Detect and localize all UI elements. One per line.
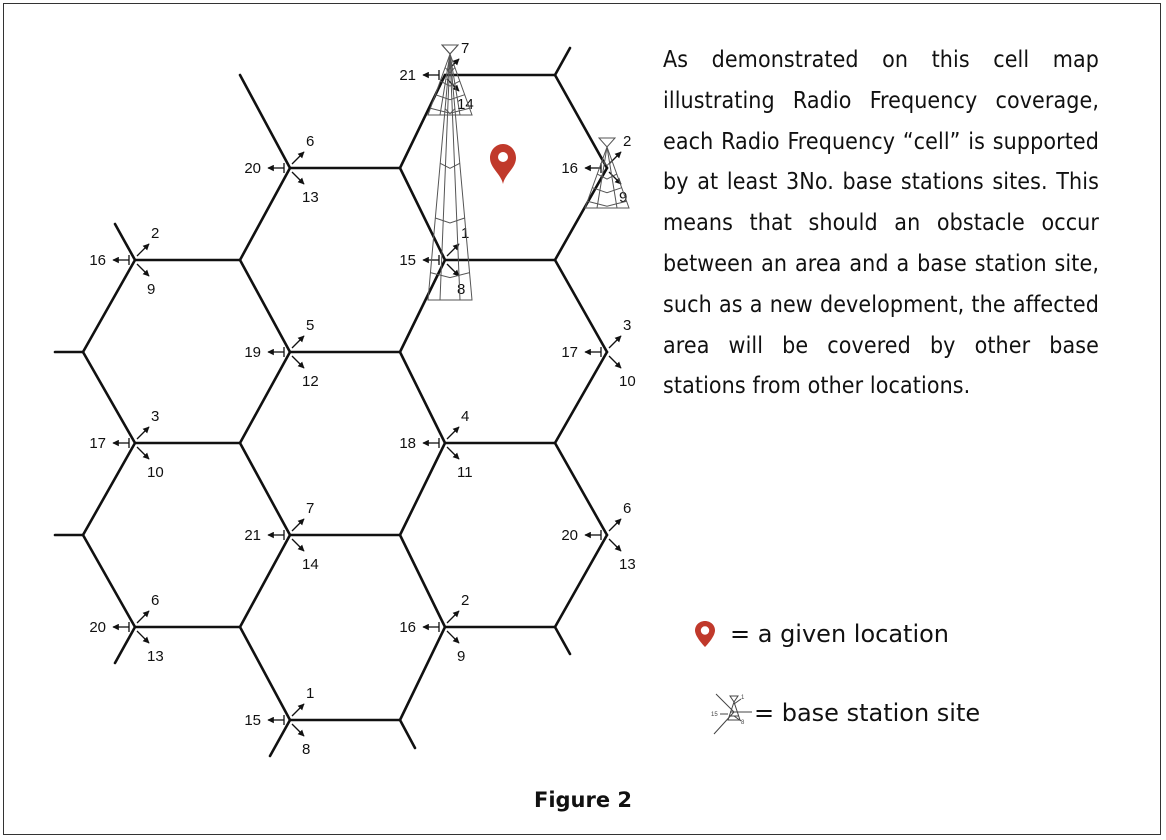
- sector-label-left: 20: [561, 527, 578, 544]
- sector-label-left: 16: [399, 619, 416, 636]
- sector-label-top: 2: [151, 225, 159, 242]
- sector-label-top: 2: [461, 592, 469, 609]
- sector-label-left: 18: [399, 435, 416, 452]
- sector-label-top: 1: [461, 225, 469, 242]
- sector-label-bottom: 9: [147, 281, 155, 298]
- base-station-site: 17 3 10: [561, 317, 635, 390]
- legend-location: = a given location: [694, 620, 949, 648]
- base-station-site: 17 3 10: [89, 408, 163, 481]
- sector-label-bottom: 13: [302, 189, 319, 206]
- base-station-icon: 1 15 8: [710, 690, 754, 736]
- legend-base-station-label: = base station site: [754, 699, 981, 727]
- sector-label-bottom: 11: [457, 464, 473, 481]
- sector-label-left: 21: [399, 67, 416, 84]
- base-station-site: 21 7 14: [244, 500, 318, 573]
- sector-label-bottom: 14: [302, 556, 319, 573]
- sector-label-left: 16: [89, 252, 106, 269]
- sector-label-top: 6: [306, 133, 314, 150]
- sector-label-left: 15: [244, 712, 261, 729]
- sector-label-top: 4: [461, 408, 469, 425]
- tower-icon: [584, 137, 630, 209]
- sector-label-bottom: 13: [147, 648, 164, 665]
- sector-label-left: 15: [399, 252, 416, 269]
- sector-label-left: 21: [244, 527, 261, 544]
- sector-label-top: 3: [623, 317, 631, 334]
- sector-label-bottom: 8: [457, 281, 465, 298]
- sector-label-bottom: 8: [302, 741, 310, 758]
- sector-label-bottom: 10: [619, 373, 636, 390]
- map-pin-icon: [694, 620, 716, 648]
- hexagon-cell-grid: [53, 46, 609, 758]
- location-pin: [490, 144, 516, 184]
- sector-label-left: 19: [244, 344, 261, 361]
- base-station-site: 20 6 13: [244, 133, 318, 206]
- base-station-site: 20 6 13: [89, 592, 163, 665]
- legend-location-label: = a given location: [730, 620, 950, 648]
- base-station-site: 20 6 13: [561, 500, 635, 573]
- map-pin-icon: [490, 144, 516, 184]
- sector-label-left: 17: [89, 435, 106, 452]
- sector-label-top: 7: [461, 40, 469, 57]
- sector-label-left: 20: [244, 160, 261, 177]
- sector-label-top: 7: [306, 500, 314, 517]
- tower-symbols: [427, 44, 630, 301]
- figure-frame: [3, 3, 1161, 835]
- sector-label-bottom: 10: [147, 464, 164, 481]
- tower-icon: [427, 44, 473, 301]
- base-station-sites: 2061316291951217310217142061315181518184…: [89, 40, 635, 758]
- figure-caption: Figure 2: [533, 788, 633, 812]
- description-text: As demonstrated on this cell map illustr…: [663, 47, 1099, 400]
- svg-text:15: 15: [711, 712, 718, 718]
- tower-icon: [427, 44, 473, 116]
- sector-label-top: 3: [151, 408, 159, 425]
- sector-label-bottom: 9: [619, 189, 627, 206]
- svg-text:8: 8: [741, 720, 745, 726]
- sector-label-top: 5: [306, 317, 314, 334]
- legend-base-station: 1 15 8 = base station site: [710, 690, 980, 736]
- sector-label-bottom: 9: [457, 648, 465, 665]
- svg-text:1: 1: [741, 695, 745, 701]
- sector-label-bottom: 12: [302, 373, 319, 390]
- sector-label-left: 17: [561, 344, 578, 361]
- sector-label-top: 6: [623, 500, 631, 517]
- base-station-site: 18 4 11: [399, 408, 472, 481]
- sector-label-bottom: 13: [619, 556, 636, 573]
- sector-label-left: 20: [89, 619, 106, 636]
- sector-label-top: 6: [151, 592, 159, 609]
- base-station-site: 19 5 12: [244, 317, 318, 390]
- sector-label-left: 16: [561, 160, 578, 177]
- sector-label-top: 1: [306, 685, 314, 702]
- sector-label-top: 2: [623, 133, 631, 150]
